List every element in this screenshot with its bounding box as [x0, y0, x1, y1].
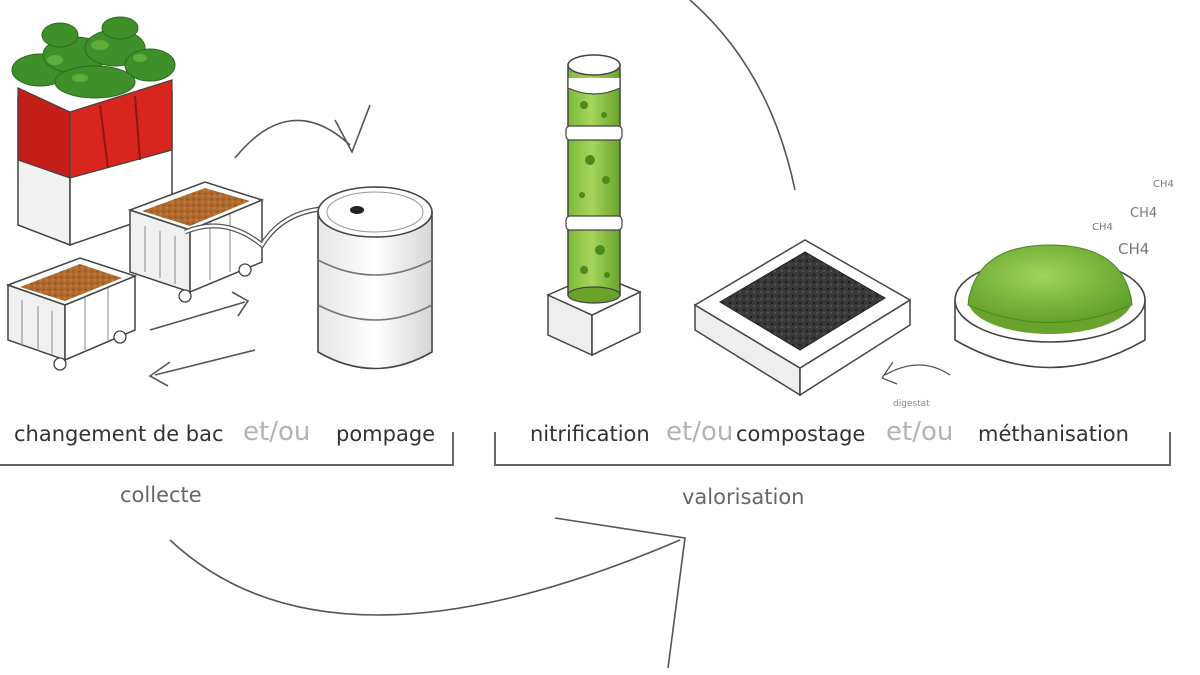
label-methanisation: méthanisation [978, 422, 1129, 446]
gas-label-ch4: CH4 [1153, 179, 1174, 190]
group-label-collecte: collecte [120, 483, 202, 507]
gas-label-ch4: CH4 [1130, 206, 1158, 221]
swap-arrows-icon [148, 291, 256, 387]
compost-tray-icon [693, 239, 912, 397]
label-et-ou-2: et/ou [666, 417, 734, 447]
label-et-ou-3: et/ou [886, 417, 954, 447]
gas-label-ch4: CH4 [1092, 222, 1113, 233]
soil-crate-icon [127, 181, 265, 303]
label-et-ou-1: et/ou [243, 417, 311, 447]
valorisation-bracket [494, 432, 1171, 466]
label-compostage: compostage [736, 422, 866, 446]
digestat-arrow-icon [881, 361, 951, 385]
gas-label-ch4: CH4 [1118, 240, 1150, 258]
pump-arrow-icon [234, 104, 371, 159]
label-changement-de-bac: changement de bac [14, 422, 224, 446]
cycle-arrow-top [689, 0, 796, 191]
cycle-arrow-bottom-head [554, 517, 686, 669]
label-pompage: pompage [336, 422, 436, 446]
barrel-icon [317, 186, 433, 370]
front-crate-icon [5, 257, 138, 371]
cycle-arrow-bottom [169, 539, 681, 616]
label-nitrification: nitrification [530, 422, 650, 446]
label-digestat: digestat [893, 399, 930, 409]
collecte-bracket [0, 432, 454, 466]
group-label-valorisation: valorisation [682, 485, 805, 509]
methanisation-tank-icon [954, 244, 1146, 369]
nitrification-column-icon [546, 54, 642, 357]
